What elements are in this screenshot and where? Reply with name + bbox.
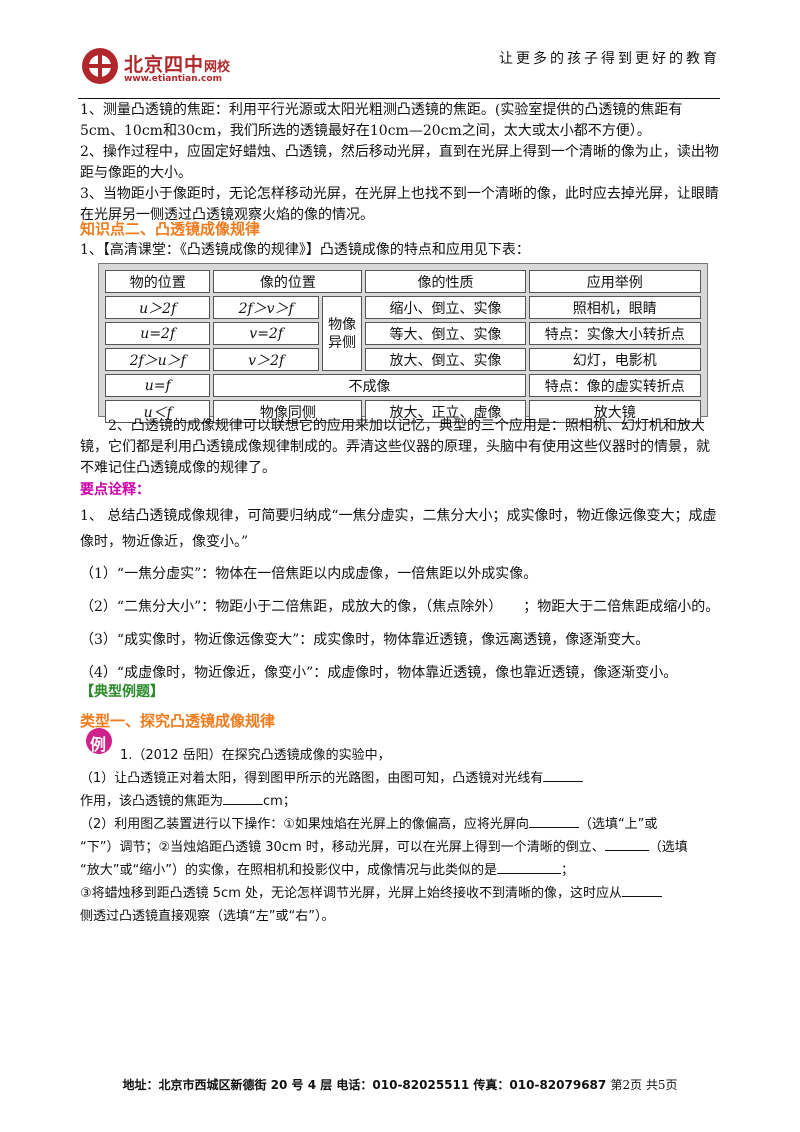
header-slogan: 让更多的孩子得到更好的教育 [499, 51, 720, 67]
cell-image: 2f＞v＞f [213, 296, 319, 319]
key-point-4: （4）“成虚像时，物近像近，像变小”：成虚像时，物体靠近透镜，像也靠近透镜，像逐… [80, 665, 678, 681]
key-point-1: （1）“一焦分虚实”：物体在一倍焦距以内成虚像，一倍焦距以外成实像。 [80, 566, 538, 582]
table-row: u=f 不成像 特点：像的虚实转折点 [105, 374, 701, 397]
page-header: 北京四中网校 www.etiantian.com 让更多的孩子得到更好的教育 [78, 42, 720, 100]
table-row: u＜f 物像同侧 放大、正立、虚像 放大镜 [105, 400, 701, 423]
table-explanation: 2、凸透镜的成像规律可以联想它的应用来加以记忆，典型的三个应用是：照相机、幻灯机… [80, 416, 720, 479]
cell-nature: 放大、正立、虚像 [365, 400, 526, 423]
logo-url: www.etiantian.com [124, 74, 222, 84]
cell-object: 2f＞u＞f [105, 348, 211, 371]
example-badge-icon: 例 [86, 728, 114, 758]
question-intro: 1.（2012 岳阳）在探究凸透镜成像的实验中， [120, 748, 391, 763]
intro-item-3: 3、当物距小于像距时，无论怎样移动光屏，在光屏上也找不到一个清晰的像，此时应去掉… [80, 186, 719, 223]
cell-object: u=2f [105, 322, 211, 345]
header-divider [78, 98, 720, 99]
cell-nature: 等大、倒立、实像 [365, 322, 526, 345]
cell-image: 物像同侧 [213, 400, 363, 423]
table-row: 2f＞u＞f v＞2f 放大、倒立、实像 幻灯，电影机 [105, 348, 701, 371]
example-type-heading: 类型一、探究凸透镜成像规律 [80, 712, 276, 730]
footer-address: 地址：北京市西城区新德街 20 号 4 层 电话：010-82025511 传真… [122, 1078, 607, 1092]
header-application: 应用举例 [528, 270, 701, 293]
examples-title: 【典型例题】 [80, 684, 164, 700]
header-object-position: 物的位置 [105, 270, 211, 293]
table-explanation-text: 2、凸透镜的成像规律可以联想它的应用来加以记忆，典型的三个应用是：照相机、幻灯机… [80, 418, 710, 476]
key-point-summary: 1、 总结凸透镜成像规律，可简要归纳成“一焦分虚实，二焦分大小；成实像时，物近像… [80, 508, 717, 550]
key-point-2: （2）“二焦分大小”：物距小于二倍焦距，成放大的像，（焦点除外） ；物距大于二倍… [80, 599, 720, 615]
question-part-1: （1）让凸透镜正对着太阳，得到图甲所示的光路图，由图可知，凸透镜对光线有 作用，… [80, 767, 720, 813]
cell-nature: 放大、倒立、实像 [365, 348, 526, 371]
cell-object: u＜f [105, 400, 211, 423]
cell-use: 放大镜 [528, 400, 701, 423]
section-heading: 知识点二、凸透镜成像规律 [80, 220, 261, 238]
cell-nature: 缩小、倒立、实像 [365, 296, 526, 319]
key-points-title: 要点诠释： [80, 482, 150, 498]
cell-use: 特点：像的虚实转折点 [528, 374, 701, 397]
example-question: 1.（2012 岳阳）在探究凸透镜成像的实验中， （1）让凸透镜正对着太阳，得到… [80, 744, 720, 928]
intro-item-1: 1、测量凸透镜的焦距：利用平行光源或太阳光粗测凸透镜的焦距。(实验室提供的凸透镜… [80, 102, 683, 139]
answer-blank[interactable] [543, 767, 584, 782]
table-header-row: 物的位置 像的位置 像的性质 应用举例 [105, 270, 701, 293]
answer-blank[interactable] [496, 859, 561, 874]
question-part-3: ③将蜡烛移到距凸透镜 5cm 处，无论怎样调节光屏，光屏上始终接收不到清晰的像，… [80, 882, 720, 928]
answer-blank[interactable] [223, 790, 264, 805]
cell-side-label: 物像异侧 [321, 296, 363, 371]
header-image-position: 像的位置 [213, 270, 363, 293]
answer-blank[interactable] [604, 836, 649, 851]
cell-use: 特点：实像大小转折点 [528, 322, 701, 345]
page-number: 第2页 共5页 [610, 1078, 678, 1092]
cell-use: 幻灯，电影机 [528, 348, 701, 371]
table-intro: 1、【高清课堂：《凸透镜成像的规律》】凸透镜成像的特点和应用见下表： [80, 240, 720, 261]
answer-blank[interactable] [622, 882, 663, 897]
imaging-rules-table: 物的位置 像的位置 像的性质 应用举例 u＞2f 2f＞v＞f 物像异侧 缩小、… [98, 263, 708, 423]
table-row: u=2f v=2f 等大、倒立、实像 特点：实像大小转折点 [105, 322, 701, 345]
cell-object: u=f [105, 374, 211, 397]
table-intro-text: 1、【高清课堂：《凸透镜成像的规律》】凸透镜成像的特点和应用见下表： [80, 242, 530, 258]
school-logo[interactable]: 北京四中网校 www.etiantian.com [78, 44, 418, 94]
cell-use: 照相机，眼睛 [528, 296, 701, 319]
answer-blank[interactable] [528, 813, 579, 828]
header-image-nature: 像的性质 [365, 270, 526, 293]
cell-image: v=2f [213, 322, 319, 345]
table-row: u＞2f 2f＞v＞f 物像异侧 缩小、倒立、实像 照相机，眼睛 [105, 296, 701, 371]
page-footer: 地址：北京市西城区新德街 20 号 4 层 电话：010-82025511 传真… [0, 1076, 800, 1093]
intro-paragraphs: 1、测量凸透镜的焦距：利用平行光源或太阳光粗测凸透镜的焦距。(实验室提供的凸透镜… [80, 100, 720, 226]
question-part-2: （2）利用图乙装置进行以下操作：①如果烛焰在光屏上的像偏高，应将光屏向（选填“上… [80, 813, 720, 882]
key-point-3: （3）“成实像时，物近像远像变大”：成实像时，物体靠近透镜，像远离透镜，像逐渐变… [80, 632, 650, 648]
logo-name: 北京四中网校 [124, 54, 231, 76]
cell-merged: 不成像 [213, 374, 526, 397]
key-points: 要点诠释： 1、 总结凸透镜成像规律，可简要归纳成“一焦分虚实，二焦分大小；成实… [80, 480, 720, 684]
intro-item-2: 2、操作过程中，应固定好蜡烛、凸透镜，然后移动光屏，直到在光屏上得到一个清晰的像… [80, 144, 719, 181]
cell-image: v＞2f [213, 348, 319, 371]
logo-emblem-icon [82, 48, 118, 84]
cell-object: u＞2f [105, 296, 211, 319]
examples-section: 【典型例题】 [80, 682, 720, 703]
